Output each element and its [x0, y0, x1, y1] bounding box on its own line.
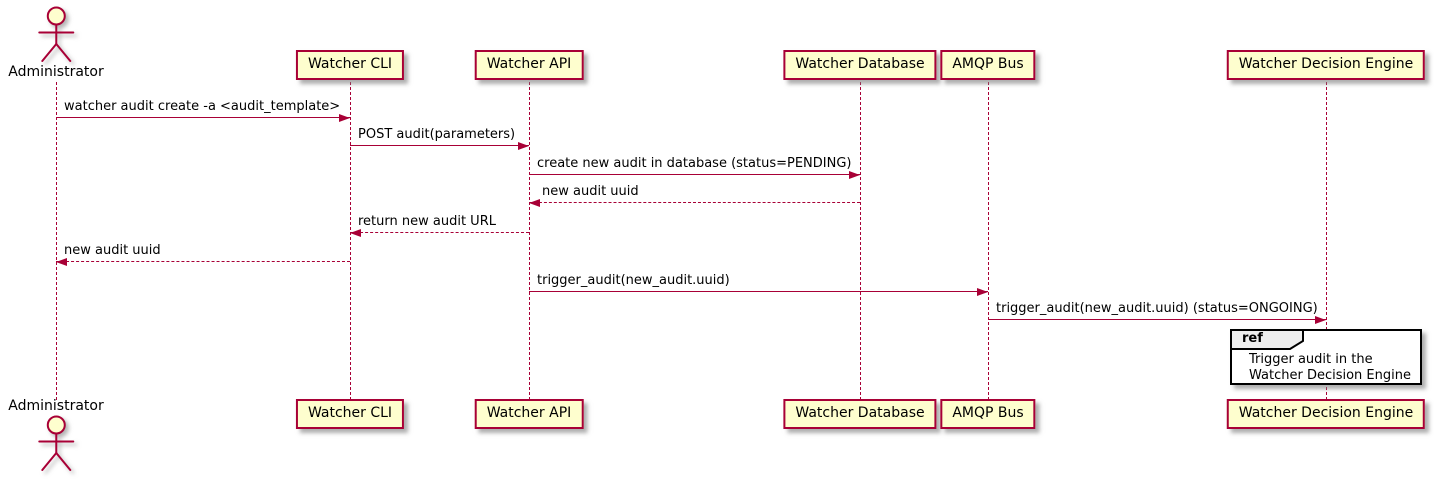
- participant-label: Administrator: [8, 398, 104, 414]
- message-post-audit: POST audit(parameters): [350, 126, 529, 150]
- message-label: return new audit URL: [358, 214, 496, 229]
- lifeline-amqp-bus: [988, 82, 989, 400]
- message-label: trigger_audit(new_audit.uuid) (status=ON…: [996, 301, 1318, 316]
- message-return-new-audit-url: return new audit URL: [350, 213, 529, 237]
- participant-amqp-bus-top: AMQP Bus: [940, 50, 1036, 80]
- ref-body: Trigger audit in the Watcher Decision En…: [1249, 352, 1411, 384]
- arrowhead-left-icon: [529, 199, 540, 207]
- arrowhead-left-icon: [56, 258, 67, 266]
- message-label: watcher audit create -a <audit_template>: [64, 99, 341, 114]
- participant-watcher-decision-engine-top: Watcher Decision Engine: [1226, 50, 1426, 80]
- participant-watcher-api-top: Watcher API: [474, 50, 584, 80]
- message-line: [988, 319, 1326, 320]
- lifeline-watcher-api: [529, 82, 530, 400]
- participant-watcher-database-bottom: Watcher Database: [783, 399, 937, 429]
- arrowhead-right-icon: [1315, 316, 1326, 324]
- participant-label: Administrator: [8, 64, 104, 80]
- participant-watcher-api-bottom: Watcher API: [474, 399, 584, 429]
- message-label: new audit uuid: [64, 243, 161, 258]
- participant-watcher-cli-bottom: Watcher CLI: [295, 399, 405, 429]
- message-line: [350, 145, 529, 146]
- participant-watcher-decision-engine-bottom: Watcher Decision Engine: [1226, 399, 1426, 429]
- arrowhead-right-icon: [849, 171, 860, 179]
- ref-pentagon-icon: [1230, 329, 1304, 350]
- ref-text-line: Watcher Decision Engine: [1249, 368, 1411, 383]
- arrowhead-right-icon: [339, 114, 350, 122]
- participant-administrator-top: Administrator: [8, 6, 104, 81]
- message-watcher-audit-create: watcher audit create -a <audit_template>: [56, 98, 350, 122]
- message-trigger-audit: trigger_audit(new_audit.uuid): [529, 272, 988, 296]
- arrowhead-right-icon: [518, 142, 529, 150]
- message-line: [56, 117, 350, 118]
- participant-amqp-bus-bottom: AMQP Bus: [940, 399, 1036, 429]
- message-label: create new audit in database (status=PEN…: [537, 156, 852, 171]
- ref-keyword: ref: [1242, 331, 1263, 346]
- lifeline-watcher-decision-engine: [1326, 82, 1327, 400]
- message-line: [56, 261, 350, 262]
- message-trigger-audit-ongoing: trigger_audit(new_audit.uuid) (status=ON…: [988, 300, 1326, 324]
- message-line: [529, 174, 860, 175]
- message-label: trigger_audit(new_audit.uuid): [537, 273, 730, 288]
- ref-header: ref: [1230, 329, 1306, 355]
- actor-icon: [38, 415, 74, 471]
- ref-fragment: ref Trigger audit in the Watcher Decisio…: [1230, 329, 1422, 385]
- actor-icon: [38, 6, 74, 62]
- ref-text-line: Trigger audit in the: [1249, 352, 1373, 367]
- lifeline-watcher-database: [860, 82, 861, 400]
- lifeline-administrator: [56, 82, 57, 400]
- message-label: POST audit(parameters): [358, 127, 516, 142]
- message-line: [529, 202, 860, 203]
- participant-administrator-bottom: Administrator: [8, 398, 104, 473]
- message-new-audit-uuid-to-api: new audit uuid: [529, 183, 860, 207]
- lifeline-watcher-cli: [350, 82, 351, 400]
- message-label: new audit uuid: [542, 184, 639, 199]
- participant-watcher-database-top: Watcher Database: [783, 50, 937, 80]
- message-create-new-audit: create new audit in database (status=PEN…: [529, 155, 860, 179]
- message-line: [350, 232, 529, 233]
- message-line: [529, 291, 988, 292]
- arrowhead-right-icon: [977, 288, 988, 296]
- arrowhead-left-icon: [350, 229, 361, 237]
- participant-watcher-cli-top: Watcher CLI: [295, 50, 405, 80]
- message-new-audit-uuid-to-admin: new audit uuid: [56, 242, 350, 266]
